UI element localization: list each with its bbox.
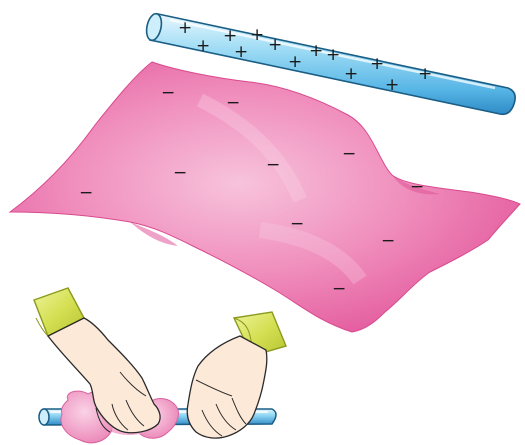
positive-charge: + [196, 36, 210, 56]
positive-charge: + [288, 52, 302, 72]
negative-charge: − [381, 231, 395, 251]
positive-charge: + [326, 45, 340, 65]
negative-charge: − [161, 83, 175, 103]
positive-charge: + [268, 35, 282, 55]
negative-charge: − [342, 144, 356, 164]
negative-charge: − [290, 214, 304, 234]
positive-charge: + [418, 64, 432, 84]
positive-charge: + [344, 64, 358, 84]
positive-charge: + [178, 18, 192, 38]
hands-rubbing-rod-with-cloth [34, 288, 286, 443]
positive-charge: + [234, 42, 248, 62]
negative-charge: − [266, 155, 280, 175]
negative-charge: − [332, 279, 346, 299]
positive-charge: + [250, 25, 264, 45]
negative-charge: − [79, 183, 93, 203]
negative-charge: − [173, 163, 187, 183]
positive-charge: + [309, 41, 323, 61]
negative-charge: − [226, 93, 240, 113]
positive-charge: + [385, 75, 399, 95]
positive-charge: + [370, 54, 384, 74]
negative-charge: − [410, 177, 424, 197]
